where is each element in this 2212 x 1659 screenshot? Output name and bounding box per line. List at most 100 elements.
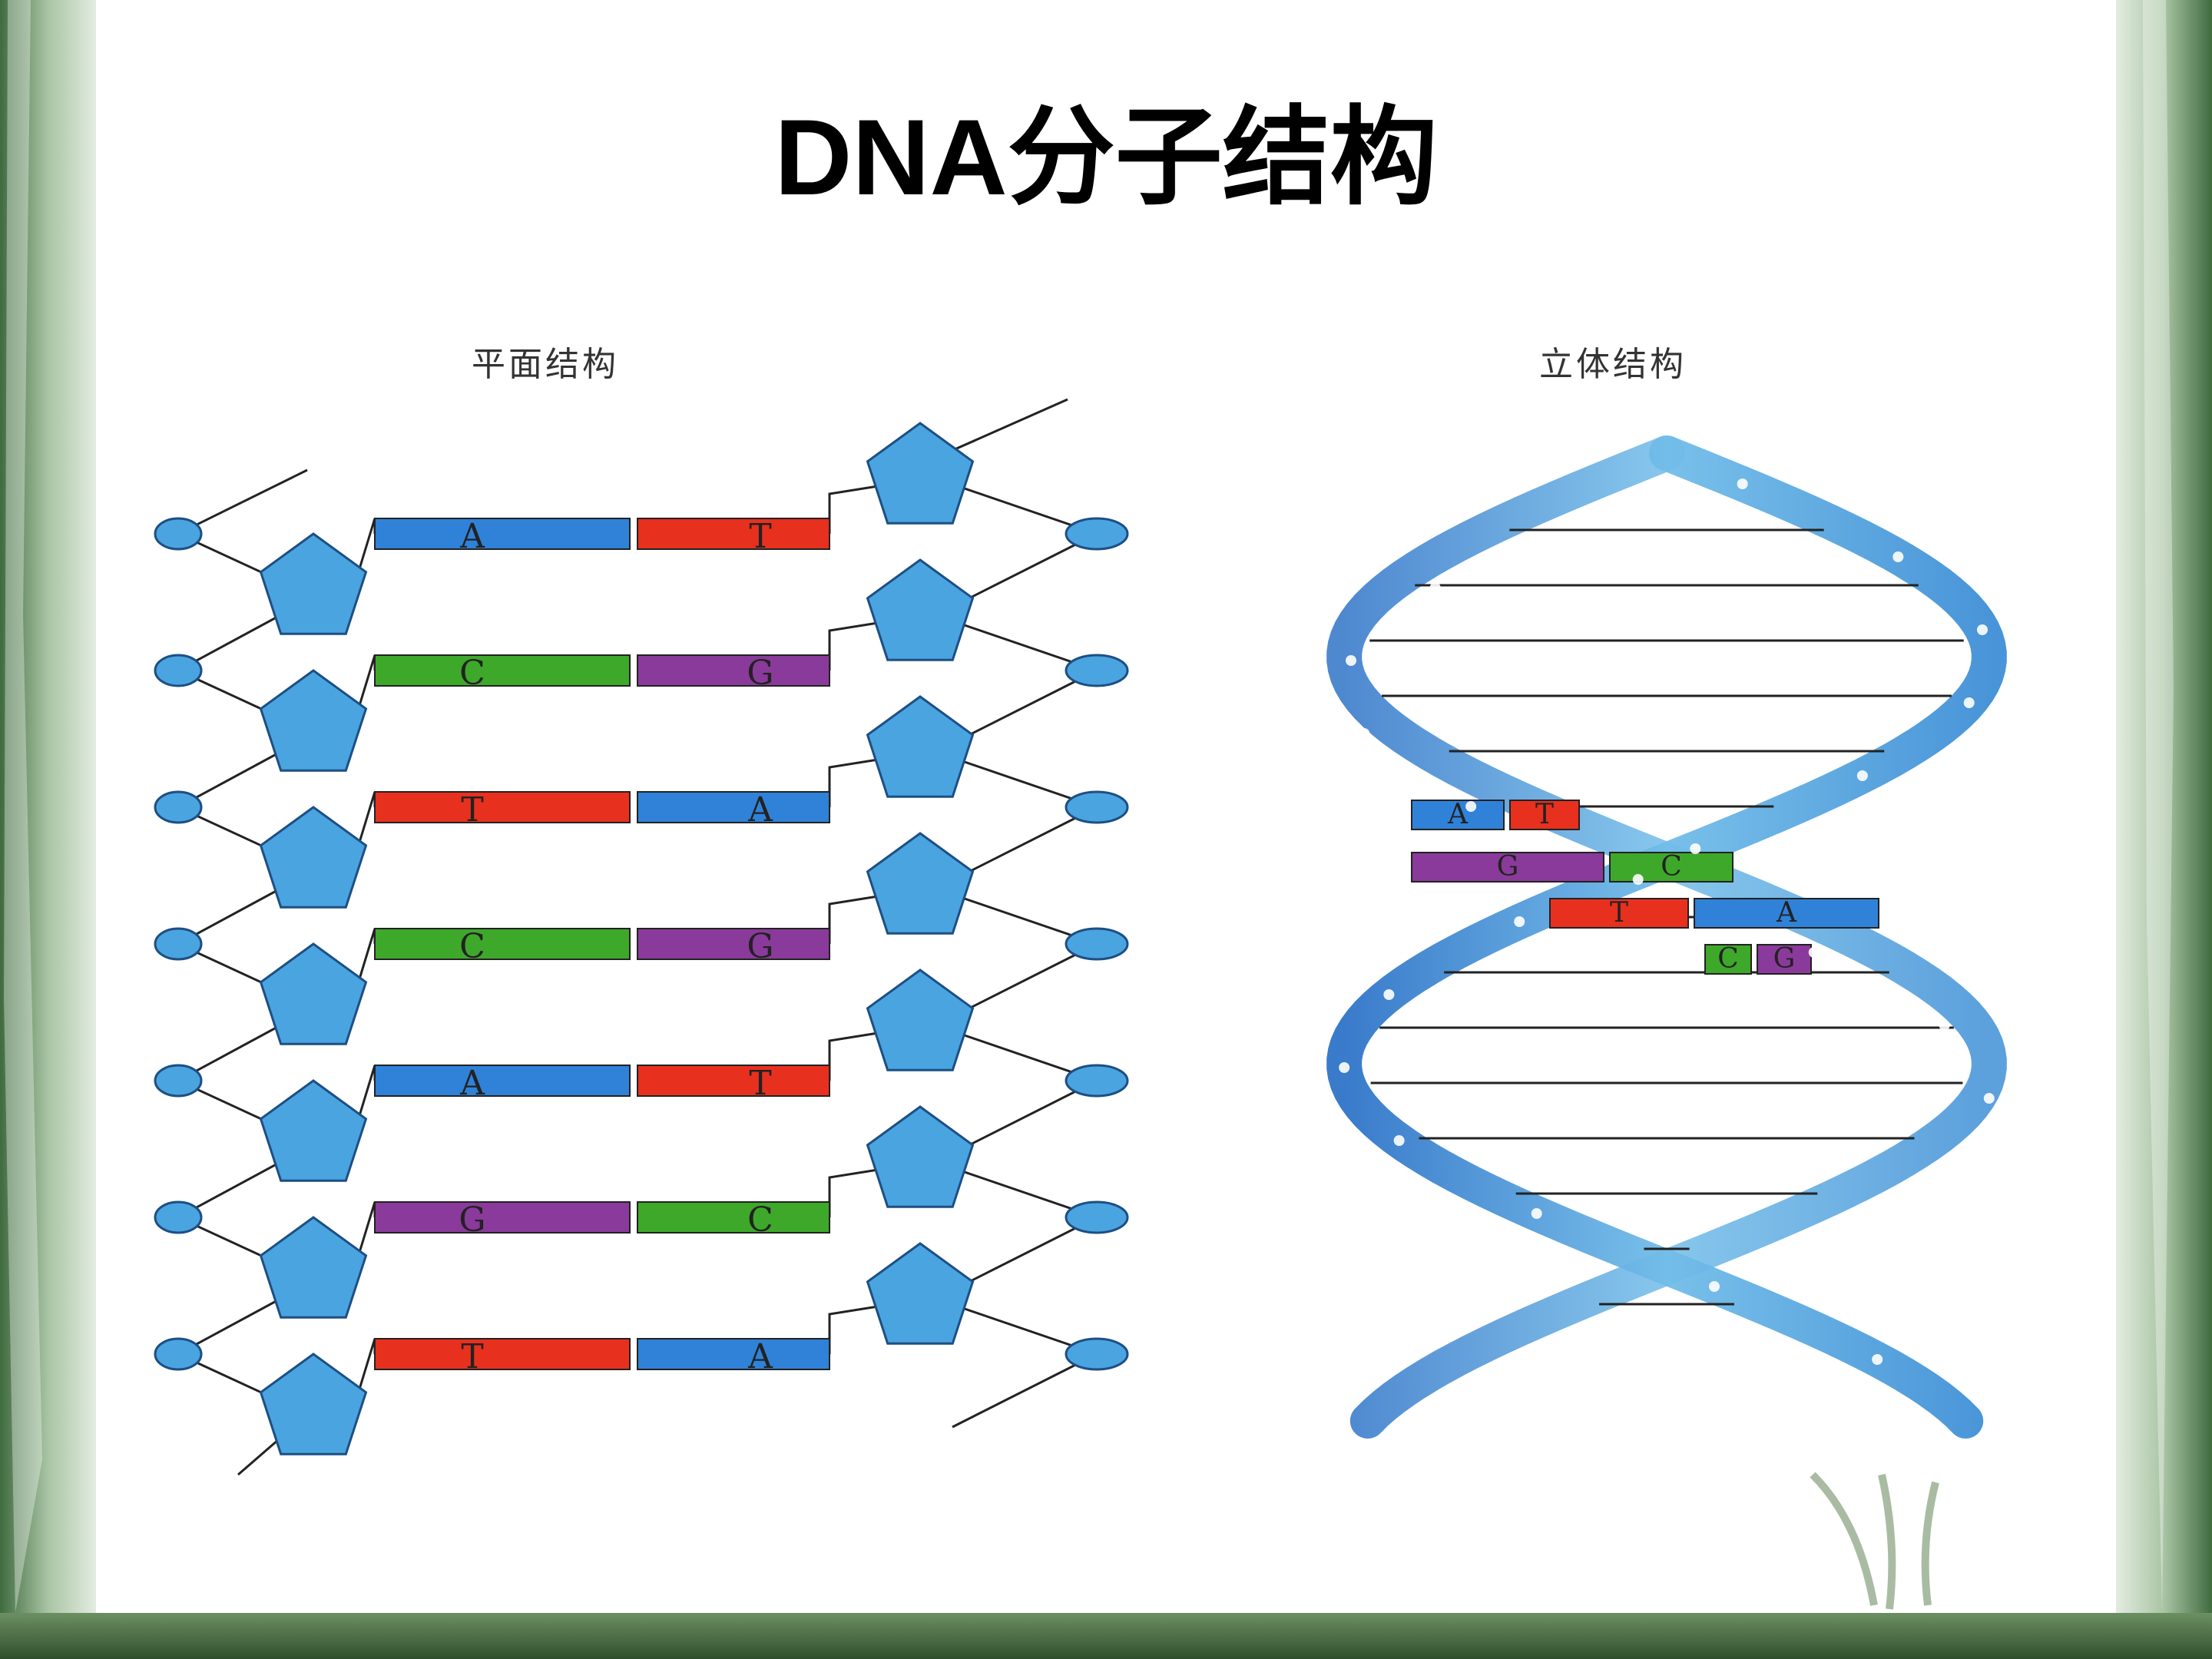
ribbon-dot	[1690, 843, 1701, 854]
helix-base-left	[1549, 898, 1689, 929]
base-right	[637, 654, 830, 687]
ribbon-dot	[1450, 1385, 1462, 1396]
base-letter: T	[461, 1337, 483, 1376]
sugar-pentagon	[259, 806, 368, 909]
base-letter: T	[749, 1064, 771, 1103]
ribbon-dot	[1383, 989, 1395, 1000]
helix-base-left	[1411, 852, 1604, 882]
slide-title: DNA分子结构	[774, 97, 1438, 217]
ribbon-dot	[1963, 697, 1975, 708]
sugar-base-link	[828, 485, 879, 534]
ribbon-dot	[1983, 1093, 1995, 1104]
base-letter: G	[747, 654, 773, 693]
base-right	[637, 1338, 830, 1370]
phosphate-circle	[1065, 790, 1129, 824]
phosphate-circle	[1065, 654, 1129, 687]
phosphate-circle	[1065, 1064, 1129, 1098]
phosphate-circle	[154, 927, 203, 961]
sugar-base-link	[828, 1305, 879, 1354]
base-left	[374, 928, 631, 960]
base-letter: C	[747, 1200, 773, 1240]
base-left	[374, 1201, 631, 1233]
sugar-base-link	[828, 895, 879, 944]
phosphate-circle	[154, 654, 203, 687]
base-left	[374, 1338, 631, 1370]
helix-base-right	[1509, 800, 1580, 830]
phosphate-circle	[1065, 517, 1129, 551]
sugar-pentagon	[866, 969, 975, 1071]
sugar-pentagon	[259, 532, 368, 635]
sugar-pentagon	[259, 1353, 368, 1455]
sugar-pentagon	[866, 832, 975, 935]
helix-base-letter: A	[1776, 897, 1797, 929]
backbone-line	[177, 469, 308, 535]
phosphate-circle	[1065, 927, 1129, 961]
left-texture-band	[0, 0, 96, 1659]
base-right	[637, 928, 830, 960]
helix-base-letter: C	[1717, 943, 1739, 975]
sugar-pentagon	[259, 942, 368, 1045]
base-letter: A	[747, 790, 773, 830]
sugar-pentagon	[259, 1216, 368, 1319]
ribbon-dot	[1976, 624, 1988, 635]
ribbon-dot	[1808, 947, 1820, 958]
left-streak	[4, 0, 42, 1613]
ribbon-dot	[1613, 1312, 1624, 1323]
helix-base-letter: A	[1447, 799, 1469, 830]
sugar-pentagon	[866, 558, 975, 661]
sugar-pentagon	[866, 1242, 975, 1345]
helix-base-letter: G	[1773, 943, 1796, 975]
ribbon-dot	[1709, 1281, 1720, 1292]
base-letter: G	[459, 1200, 485, 1240]
helix-base-letter: G	[1497, 851, 1519, 882]
ribbon-dot	[1929, 1166, 1940, 1177]
right-streak	[2143, 0, 2174, 1613]
helix-structure-caption: 立体结构	[1539, 345, 1687, 384]
ribbon-dot	[1585, 509, 1597, 520]
right-texture-band	[2116, 0, 2212, 1659]
ribbon-dot	[1791, 1239, 1803, 1250]
ribbon-dot	[1393, 1135, 1405, 1146]
phosphate-circle	[154, 1064, 203, 1098]
base-letter: T	[461, 790, 483, 830]
base-left	[374, 518, 631, 550]
helix-base-right	[1757, 944, 1812, 975]
ribbon-dot	[1939, 1020, 1950, 1031]
ribbon-dot	[1359, 728, 1370, 739]
ribbon-dot	[1339, 1062, 1350, 1073]
base-left	[374, 1065, 631, 1097]
base-letter: T	[749, 517, 771, 556]
base-right	[637, 1065, 830, 1097]
ribbon-dot	[1737, 478, 1748, 489]
base-letter: G	[747, 927, 773, 966]
ribbon-dot	[1346, 655, 1357, 666]
flat-structure-caption: 平面结构	[472, 345, 619, 384]
helix-base-letter: T	[1610, 897, 1628, 929]
sugar-base-link	[828, 1031, 879, 1081]
phosphate-circle	[1065, 1200, 1129, 1234]
backbone-line	[952, 1353, 1098, 1429]
sugar-pentagon	[259, 1079, 368, 1182]
phosphate-circle	[1065, 1337, 1129, 1371]
base-letter: A	[747, 1337, 773, 1376]
base-right	[637, 518, 830, 550]
sugar-pentagon	[866, 695, 975, 798]
ribbon-dot	[1856, 770, 1868, 781]
helix-base-letter: T	[1535, 799, 1554, 830]
ribbon-dot	[1465, 801, 1477, 812]
phosphate-circle	[154, 790, 203, 824]
base-letter: C	[459, 654, 485, 693]
base-right	[637, 791, 830, 823]
helix-base-right	[1694, 898, 1879, 929]
sugar-base-link	[828, 758, 879, 807]
ribbon-dot	[1872, 1354, 1883, 1365]
phosphate-circle	[154, 1337, 203, 1371]
helix-base-left	[1411, 800, 1505, 830]
leaf-decoration	[1810, 1472, 1939, 1610]
base-letter: C	[459, 927, 485, 966]
ribbon-dot	[1892, 551, 1904, 562]
base-right	[637, 1201, 830, 1233]
